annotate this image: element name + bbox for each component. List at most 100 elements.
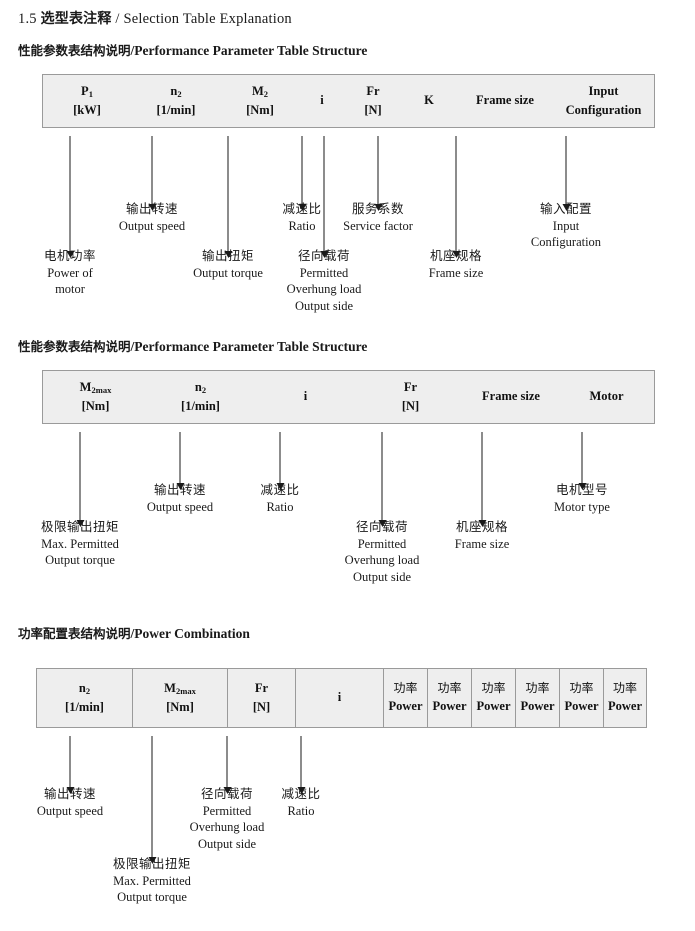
table-header-cell: M2max[Nm] (132, 669, 227, 727)
note-permitted-overhung-load-en-2: Overhung load (286, 282, 362, 296)
note-ratio-3-cn: 减速比 (281, 786, 321, 801)
section-heading-2: 性能参数表结构说明/Performance Parameter Table St… (18, 336, 367, 355)
table-header-cell: n2[1/min] (37, 669, 132, 727)
table-header-cell: M2 [Nm] (221, 75, 299, 127)
table-header-cell: K (401, 75, 457, 127)
note-max-permitted-output-torque-en-2: Output torque (45, 553, 115, 567)
header-label-primary: P1 (81, 83, 93, 99)
note-input-configuration: 输入配置 Input Configuration (531, 201, 601, 251)
note-permitted-overhung-load: 径向载荷 Permitted Overhung load Output side (287, 248, 362, 314)
section-heading-3-en: Power Combination (134, 626, 250, 641)
table-header-cell: Fr [N] (358, 371, 463, 423)
table-header-cell: Fr[N] (345, 75, 401, 127)
note-permitted-overhung-load-2-en-1: Permitted (357, 536, 407, 551)
header-label-primary: Fr (403, 379, 418, 394)
section-heading-3: 功率配置表结构说明/Power Combination (18, 623, 250, 642)
note-ratio-2: 减速比 Ratio (260, 482, 299, 515)
header-label-unit: [1/min] (65, 700, 104, 714)
note-frame-size: 机座规格 Frame size (429, 248, 484, 281)
header-label-primary: Motor (589, 389, 624, 404)
table-header-cell: Frame size (457, 75, 553, 127)
note-output-speed-2-en-1: Output speed (146, 499, 214, 514)
header-label-primary: Frame size (476, 93, 534, 108)
header-label-unit: [Nm] (246, 103, 274, 117)
header-label-unit: [1/min] (156, 103, 196, 117)
table-header-cell: P1[kW] (43, 75, 131, 127)
note-frame-size-2-cn: 机座规格 (455, 519, 508, 534)
note-permitted-overhung-load-en-1: Permitted (299, 265, 349, 280)
arrow-to-input-configuration (562, 136, 571, 211)
page-title-cn: 选型表注释 (40, 11, 112, 27)
page-title-separator: / (115, 11, 120, 27)
note-output-speed-en-1: Output speed (118, 218, 186, 233)
header-label-cn: 功率 (481, 681, 506, 696)
header-label-primary: n2 (194, 379, 207, 395)
note-permitted-overhung-load-2-en-3: Output side (353, 569, 411, 584)
header-label-unit: Power (607, 699, 642, 714)
header-label-primary: n2 (170, 83, 182, 99)
table-header-cell: 功率 Power (559, 669, 603, 727)
table-header-cell: M2max[Nm] (43, 371, 148, 423)
note-ratio-en-1: Ratio (288, 218, 316, 233)
arrow-to-power-of-motor (66, 136, 75, 258)
header-label-cn: 功率 (612, 681, 637, 696)
section-heading-3-sep: / (130, 626, 135, 641)
table-header-cell: 功率 Power (603, 669, 646, 727)
table-header-cell: n2 [1/min] (131, 75, 221, 127)
note-permitted-overhung-load-cn: 径向载荷 (297, 248, 351, 263)
header-label-primary: M2 (251, 83, 269, 99)
section-heading-1-sep: / (130, 43, 135, 58)
note-permitted-overhung-load-3: 径向载荷 Permitted Overhung load Output side (190, 786, 265, 852)
header-label-unit: Power (564, 699, 599, 714)
arrow-to-permitted-overhung-load-3 (223, 736, 232, 794)
note-ratio-2-en-1: Ratio (266, 499, 294, 514)
note-max-permitted-output-torque-en-1: Max. Permitted (41, 536, 119, 551)
arrow-to-output-speed-3 (66, 736, 75, 794)
section-heading-2-cn: 性能参数表结构说明 (18, 339, 131, 354)
performance-parameter-table-2: M2max[Nm] n2 [1/min] i Fr [N] Frame size Motor (42, 370, 655, 424)
arrow-to-frame-size-2 (478, 432, 487, 527)
note-input-configuration-cn: 输入配置 (539, 201, 593, 216)
note-output-torque-cn: 输出扭矩 (201, 248, 255, 263)
note-permitted-overhung-load-2-en-2: Overhung load (344, 553, 420, 567)
arrow-to-ratio (298, 136, 307, 211)
arrow-to-frame-size (452, 136, 461, 258)
note-output-speed-cn: 输出转速 (125, 201, 178, 216)
note-motor-type: 电机型号 Motor type (554, 482, 610, 515)
note-service-factor-en-1: Service factor (343, 218, 413, 233)
note-input-configuration-en-2: Configuration (530, 235, 602, 249)
arrow-to-max-permitted-output-torque-3 (148, 736, 157, 864)
table-header-cell: Fr[N] (227, 669, 295, 727)
header-label-primary: i (303, 389, 308, 404)
header-label-primary: Input (588, 83, 619, 98)
note-output-speed-3: 输出转速 Output speed (37, 786, 103, 819)
header-label-cn: 功率 (569, 681, 594, 696)
note-frame-size-cn: 机座规格 (429, 248, 482, 263)
header-label-primary: Frame size (482, 389, 540, 404)
table-header-cell: n2 [1/min] (148, 371, 253, 423)
table-header-cell: Motor (559, 371, 654, 423)
note-max-permitted-output-torque-3-cn: 极限输出扭矩 (112, 856, 192, 871)
note-ratio: 减速比 Ratio (282, 201, 321, 234)
section-heading-2-en: Performance Parameter Table Structure (134, 339, 368, 354)
page-title-en: Selection Table Explanation (123, 11, 292, 27)
header-label-unit: Power (388, 699, 423, 714)
note-permitted-overhung-load-3-en-2: Overhung load (189, 820, 265, 834)
header-label-unit: [N] (401, 399, 420, 413)
header-label-primary: Fr (366, 83, 380, 98)
arrow-to-ratio-2 (276, 432, 285, 490)
note-ratio-cn: 减速比 (282, 201, 322, 216)
page-title: 1.5 选型表注释 / Selection Table Explanation (18, 8, 292, 28)
section-heading-1: 性能参数表结构说明/Performance Parameter Table St… (18, 40, 367, 59)
note-output-speed: 输出转速 Output speed (119, 201, 185, 234)
note-ratio-3: 减速比 Ratio (281, 786, 320, 819)
note-permitted-overhung-load-2: 径向载荷 Permitted Overhung load Output side (345, 519, 420, 585)
note-permitted-overhung-load-3-en-1: Permitted (202, 803, 252, 818)
header-label-unit: [1/min] (181, 399, 220, 413)
